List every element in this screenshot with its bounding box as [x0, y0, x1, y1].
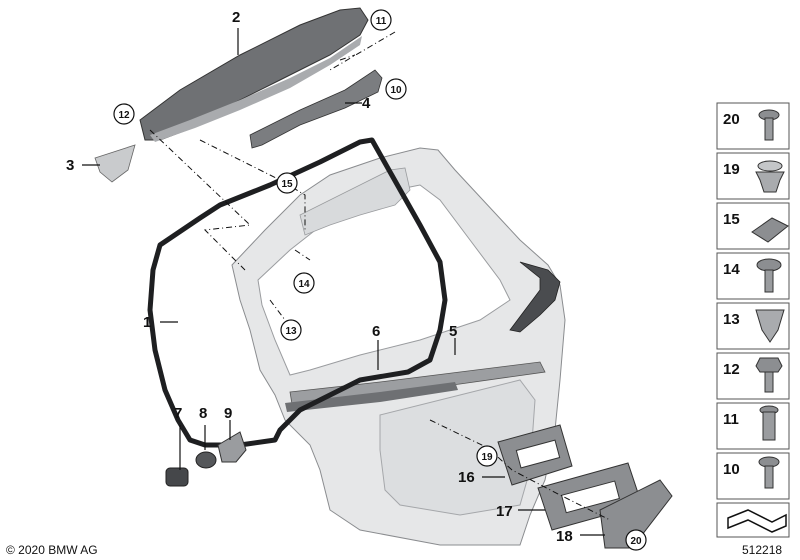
legend-item-11: 11	[716, 402, 790, 450]
callout-1: 1	[143, 314, 151, 331]
circle-callout-19: 19	[476, 445, 498, 467]
svg-text:13: 13	[285, 326, 297, 337]
fastener-part-7	[165, 467, 189, 487]
circle-callout-13: 13	[280, 319, 302, 341]
circle-callout-15: 15	[276, 172, 298, 194]
legend-item-20: 20	[716, 102, 790, 150]
svg-text:20: 20	[723, 111, 740, 128]
roof-spoiler	[139, 7, 369, 142]
svg-text:10: 10	[390, 85, 402, 96]
bracket-part-4	[249, 69, 383, 149]
plate-bracket-18	[599, 479, 673, 549]
svg-text:11: 11	[376, 16, 387, 27]
fastener-legend: 20 19 15 14 13	[716, 102, 790, 538]
svg-text:12: 12	[118, 110, 130, 121]
fastener-part-9	[217, 431, 247, 463]
callout-9: 9	[224, 405, 232, 422]
diagram-id: 512218	[742, 543, 782, 557]
tailgate-body	[231, 147, 566, 546]
circle-callout-14: 14	[293, 272, 315, 294]
callout-3: 3	[66, 157, 74, 174]
svg-text:15: 15	[281, 179, 293, 190]
svg-text:13: 13	[723, 311, 740, 328]
svg-text:19: 19	[481, 452, 493, 463]
svg-text:15: 15	[723, 211, 740, 228]
legend-item-10: 10	[716, 452, 790, 500]
legend-item-14: 14	[716, 252, 790, 300]
legend-item-12: 12	[716, 352, 790, 400]
callout-7: 7	[174, 405, 182, 422]
svg-text:12: 12	[723, 361, 740, 378]
svg-text:10: 10	[723, 461, 740, 478]
fastener-part-8	[195, 451, 217, 469]
callout-8: 8	[199, 405, 207, 422]
svg-text:20: 20	[630, 536, 642, 547]
svg-text:19: 19	[723, 161, 740, 178]
legend-item-15: 15	[716, 202, 790, 250]
legend-item-19: 19	[716, 152, 790, 200]
callout-17: 17	[496, 503, 513, 520]
navigation-arrow-icon	[716, 502, 790, 538]
legend-item-13: 13	[716, 302, 790, 350]
svg-text:14: 14	[298, 279, 310, 290]
callout-5: 5	[449, 323, 457, 340]
callout-18: 18	[556, 528, 573, 545]
callout-16: 16	[458, 469, 475, 486]
seal-ring	[147, 137, 448, 448]
callout-6: 6	[372, 323, 380, 340]
plain-callouts: 2 3 4 5 6 1 7 8 9 16 17 18	[66, 9, 573, 545]
circle-callout-20: 20	[625, 529, 647, 551]
leader-lines	[82, 28, 605, 536]
callout-2: 2	[232, 9, 240, 26]
svg-text:11: 11	[723, 411, 739, 428]
callout-4: 4	[362, 95, 371, 112]
copyright-text: © 2020 BMW AG	[6, 543, 98, 557]
cover-part-3	[94, 144, 136, 183]
circle-callout-11: 11	[370, 9, 392, 31]
svg-text:14: 14	[723, 261, 740, 278]
circle-callout-12: 12	[113, 103, 135, 125]
circle-callout-10: 10	[385, 78, 407, 100]
